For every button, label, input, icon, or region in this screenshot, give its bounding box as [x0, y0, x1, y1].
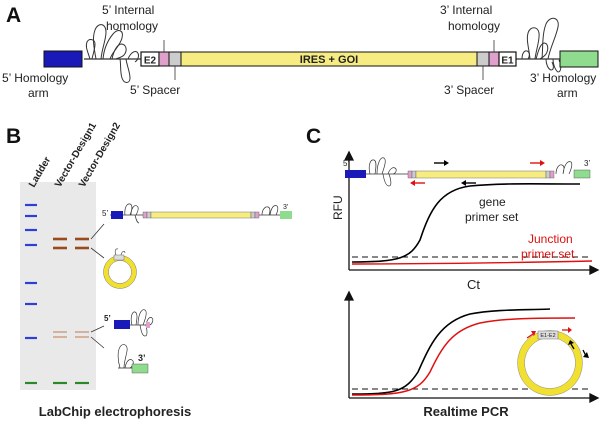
top-chart-xlabel: Ct	[467, 277, 480, 292]
band-connectors	[90, 223, 105, 349]
b-fragment-3-label: 3’	[138, 353, 146, 363]
internal-homology-5-label-2: homology	[106, 19, 158, 33]
c-circular-product-thumbnail: E1-E2	[517, 327, 589, 396]
panel-c-letter: C	[306, 125, 321, 148]
panel-c-caption: Realtime PCR	[423, 404, 509, 419]
spacer-3-block	[476, 51, 490, 67]
gene-primer-arrows	[434, 160, 476, 186]
panel-b: B Ladder Vector-Design1 Vector-Design2	[6, 121, 292, 419]
right-homology-arm-label-2: arm	[557, 86, 578, 100]
top-chart-axes	[343, 150, 600, 276]
e1-label: E1	[501, 56, 514, 67]
circle-junction-tag: E1-E2	[540, 333, 555, 339]
bottom-junction-curve	[351, 317, 576, 396]
internal-homology-3-label-2: homology	[448, 19, 500, 33]
left-homology-arm-block	[43, 50, 83, 68]
bottom-gene-curve	[351, 308, 551, 395]
left-homology-arm-label-2: arm	[28, 86, 49, 100]
ladder-bands	[25, 203, 37, 340]
gene-primer-curve	[351, 183, 581, 263]
spacer-3-label: 3’ Spacer	[444, 83, 494, 97]
gene-primer-label-2: primer set	[465, 210, 519, 224]
c-linear-construct-thumbnail: 5’ 3’	[343, 157, 590, 187]
internal-homology-3-label: 3’ Internal	[440, 3, 492, 17]
three-prime-fragment-thumbnail: 3’	[117, 344, 149, 374]
panel-b-letter: B	[6, 125, 21, 148]
right-homology-arm-label: 3’ Homology	[530, 71, 596, 85]
b-linear-5-label: 5’	[102, 209, 108, 218]
c-linear-3-label: 3’	[584, 159, 590, 168]
spacer-5-block	[168, 51, 182, 67]
five-prime-fragment-thumbnail: 5’	[104, 309, 154, 337]
top-chart-ylabel: RFU	[331, 195, 345, 220]
panel-a: A E2 IRES + GOI E1	[2, 3, 599, 100]
junction-primer-label-2: primer set	[521, 247, 575, 261]
c-linear-5-label: 5’	[343, 159, 349, 168]
b-fragment-5-label: 5’	[104, 314, 111, 323]
e2-label: E2	[144, 56, 157, 67]
internal-homology-3-block	[488, 51, 500, 67]
internal-homology-5-label: 5’ Internal	[102, 3, 154, 17]
junction-primer-arrows	[410, 160, 545, 186]
panel-c: C RFU Ct 5’ 3’	[306, 125, 600, 419]
junction-primer-curve	[351, 260, 593, 265]
linear-construct-thumbnail: 5’ 3’	[102, 203, 292, 224]
spacer-5-label: 5’ Spacer	[130, 83, 180, 97]
bottom-chart-axes	[343, 290, 600, 404]
junction-primer-label: Junction	[528, 232, 573, 246]
left-stem-loops-icon	[85, 24, 139, 83]
e1-block	[498, 51, 517, 67]
circular-product-thumbnail	[103, 248, 137, 289]
right-homology-arm-block	[559, 50, 599, 68]
left-homology-arm-label: 5’ Homology	[2, 71, 68, 85]
sample-bands	[53, 237, 89, 338]
a-pointer-lines	[163, 40, 495, 80]
b-linear-3-label: 3’	[283, 204, 289, 211]
ires-goi-label: IRES + GOI	[300, 54, 358, 66]
panel-b-caption: LabChip electrophoresis	[39, 404, 191, 419]
panel-a-letter: A	[6, 4, 21, 27]
right-stem-loops-icon	[521, 17, 562, 73]
gel-background	[20, 182, 96, 390]
gene-primer-label: gene	[479, 195, 506, 209]
internal-homology-5-block	[158, 51, 170, 67]
